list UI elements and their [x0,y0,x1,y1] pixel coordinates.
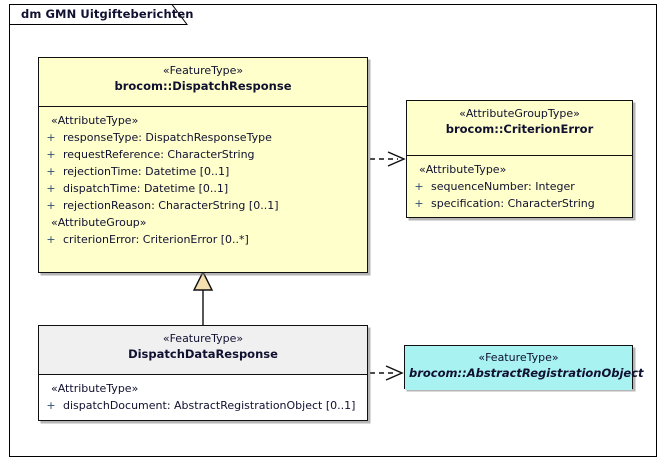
attribute-row[interactable]: + specification: CharacterString [407,195,628,212]
class-name: brocom::AbstractRegistrationObject [409,366,644,380]
diagram-title: dm GMN Uitgifteberichten [21,7,194,21]
class-header-abstract-registration-object: «FeatureType» brocom::AbstractRegistrati… [405,346,644,390]
attribute-row[interactable]: + responseType: DispatchResponseType [39,129,363,146]
attribute-visibility: + [414,180,424,193]
class-stereotype: «FeatureType» [478,351,559,364]
title-tab-shape [9,4,188,25]
attribute-text: dispatchDocument: AbstractRegistrationOb… [63,399,356,412]
attribute-text: requestReference: CharacterString [63,148,255,161]
compartment-label-attributetype: «AttributeType» [51,114,139,127]
attribute-visibility: + [46,131,56,144]
class-name: DispatchDataResponse [128,347,278,361]
class-body-dispatch-data-response: «AttributeType» + dispatchDocument: Abst… [39,375,367,419]
attribute-row[interactable]: + sequenceNumber: Integer [407,178,628,195]
attribute-row[interactable]: + dispatchDocument: AbstractRegistration… [39,397,363,414]
compartment-label-attributetype: «AttributeType» [419,163,507,176]
attribute-row[interactable]: + rejectionTime: Datetime [0..1] [39,163,363,180]
compartment-label-attributegroup: «AttributeGroup» [51,216,147,229]
class-box-dispatch-response[interactable]: «FeatureType» brocom::DispatchResponse «… [38,57,368,273]
attribute-text: rejectionTime: Datetime [0..1] [63,165,230,178]
class-name: brocom::CriterionError [445,122,594,136]
attribute-text: dispatchTime: Datetime [0..1] [63,182,229,195]
attribute-text: sequenceNumber: Integer [431,180,575,193]
attribute-text: responseType: DispatchResponseType [63,131,272,144]
attribute-row[interactable]: + requestReference: CharacterString [39,146,363,163]
class-box-criterion-error[interactable]: «AttributeGroupType» brocom::CriterionEr… [406,100,633,218]
attribute-visibility: + [46,199,56,212]
class-stereotype: «FeatureType» [162,332,244,345]
attribute-text: rejectionReason: CharacterString [0..1] [63,199,279,212]
class-name: brocom::DispatchResponse [114,79,292,93]
attribute-text: criterionError: CriterionError [0..*] [63,233,249,246]
attribute-visibility: + [46,233,56,246]
class-body-criterion-error: «AttributeType» + sequenceNumber: Intege… [407,156,632,217]
attribute-visibility: + [46,165,56,178]
class-header-criterion-error: «AttributeGroupType» brocom::CriterionEr… [407,101,632,156]
attribute-text: specification: CharacterString [431,197,595,210]
attribute-visibility: + [46,399,56,412]
class-stereotype: «FeatureType» [162,64,244,77]
class-box-dispatch-data-response[interactable]: «FeatureType» DispatchDataResponse «Attr… [38,325,368,421]
attribute-visibility: + [46,148,56,161]
attribute-row[interactable]: + dispatchTime: Datetime [0..1] [39,180,363,197]
attribute-visibility: + [414,197,424,210]
class-box-abstract-registration-object[interactable]: «FeatureType» brocom::AbstractRegistrati… [404,345,644,390]
attribute-row[interactable]: + rejectionReason: CharacterString [0..1… [39,197,363,214]
attribute-row[interactable]: + criterionError: CriterionError [0..*] [39,231,363,248]
compartment-label-attributetype: «AttributeType» [51,382,139,395]
class-header-dispatch-data-response: «FeatureType» DispatchDataResponse [39,326,367,375]
class-body-dispatch-response: «AttributeType» + responseType: Dispatch… [39,107,367,253]
class-stereotype: «AttributeGroupType» [459,107,580,120]
attribute-visibility: + [46,182,56,195]
class-header-dispatch-response: «FeatureType» brocom::DispatchResponse [39,58,367,107]
